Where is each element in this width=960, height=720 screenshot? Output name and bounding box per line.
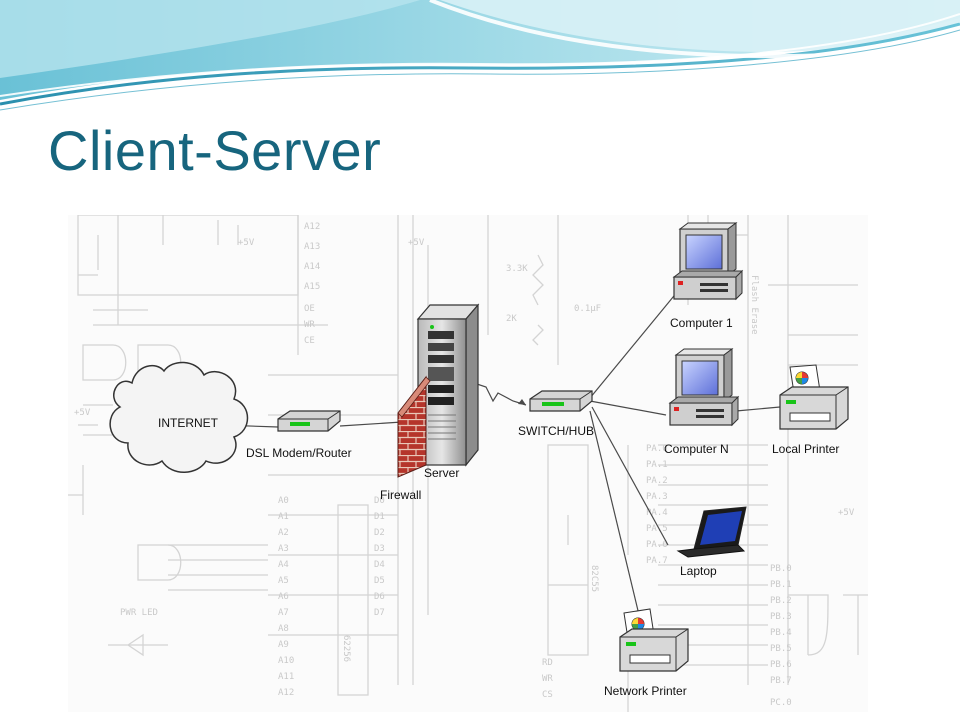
- schematic-label: PA.7: [646, 556, 668, 566]
- schematic-label: CE: [304, 336, 315, 346]
- network-printer-label: Network Printer: [604, 684, 687, 698]
- schematic-label: Flash Erase: [749, 275, 759, 335]
- schematic-label: A6: [278, 592, 289, 602]
- schematic-label: PA.3: [646, 492, 668, 502]
- computer-n: Computer N: [664, 348, 740, 456]
- background-schematic-labels: A12A13A14A15OEWRCE+5V+5V3.3K2K0.1µFA0A1A…: [74, 222, 855, 708]
- schematic-label: A3: [278, 544, 289, 554]
- schematic-label: D7: [374, 608, 385, 618]
- schematic-label: A8: [278, 624, 289, 634]
- firewall-label: Firewall: [380, 488, 421, 502]
- switch-hub: SWITCH/HUB: [518, 390, 594, 438]
- schematic-label: D6: [374, 592, 385, 602]
- schematic-label: A15: [304, 282, 320, 292]
- schematic-label: +5V: [408, 238, 425, 248]
- schematic-label: 0.1µF: [574, 304, 601, 314]
- schematic-label: PA.2: [646, 476, 668, 486]
- schematic-label: +5V: [238, 238, 255, 248]
- header-wave-decoration: [0, 0, 960, 111]
- schematic-label: PB.4: [770, 628, 792, 638]
- schematic-label: PB.3: [770, 612, 792, 622]
- schematic-label: A10: [278, 656, 294, 666]
- schematic-label: WR: [542, 674, 553, 684]
- schematic-label: A0: [278, 496, 289, 506]
- schematic-label: PA.0: [646, 444, 668, 454]
- schematic-label: A11: [278, 672, 294, 682]
- computer-n-label: Computer N: [664, 442, 729, 456]
- computer-1: Computer 1: [670, 222, 744, 330]
- slide-title: Client-Server: [48, 119, 382, 182]
- schematic-label: CS: [542, 690, 553, 700]
- schematic-label: PA.5: [646, 524, 668, 534]
- schematic-label: 82C55: [589, 565, 599, 592]
- schematic-label: PB.5: [770, 644, 792, 654]
- schematic-label: D1: [374, 512, 385, 522]
- schematic-label: PA.1: [646, 460, 668, 470]
- schematic-label: PWR LED: [120, 608, 158, 618]
- schematic-label: D3: [374, 544, 385, 554]
- schematic-label: A12: [278, 688, 294, 698]
- diagram-canvas: A12A13A14A15OEWRCE+5V+5V3.3K2K0.1µFA0A1A…: [68, 215, 868, 712]
- schematic-label: PA.4: [646, 508, 668, 518]
- firewall-wall: Firewall: [380, 375, 431, 502]
- schematic-label: A13: [304, 242, 320, 252]
- schematic-label: WR: [304, 320, 315, 330]
- schematic-label: A1: [278, 512, 289, 522]
- computer-1-label: Computer 1: [670, 316, 733, 330]
- schematic-label: PB.2: [770, 596, 792, 606]
- network-links: [219, 290, 781, 620]
- internet-cloud: INTERNET: [109, 361, 249, 473]
- laptop-label: Laptop: [680, 564, 717, 578]
- schematic-label: PB.6: [770, 660, 792, 670]
- server-tower: Server: [416, 303, 480, 480]
- schematic-label: A2: [278, 528, 289, 538]
- dsl-modem-router: DSL Modem/Router: [246, 410, 352, 460]
- schematic-label: 62256: [341, 635, 351, 662]
- local-printer-label: Local Printer: [772, 442, 839, 456]
- schematic-label: A5: [278, 576, 289, 586]
- schematic-label: OE: [304, 304, 315, 314]
- schematic-label: A12: [304, 222, 320, 232]
- schematic-label: 3.3K: [506, 264, 528, 274]
- schematic-label: D4: [374, 560, 385, 570]
- schematic-label: 2K: [506, 314, 517, 324]
- schematic-label: D2: [374, 528, 385, 538]
- schematic-label: A14: [304, 262, 320, 272]
- schematic-label: A9: [278, 640, 289, 650]
- modem-label: DSL Modem/Router: [246, 446, 352, 460]
- internet-label: INTERNET: [158, 416, 219, 430]
- schematic-label: PB.0: [770, 564, 792, 574]
- schematic-label: PB.7: [770, 676, 792, 686]
- schematic-label: D5: [374, 576, 385, 586]
- schematic-label: RD: [542, 658, 553, 668]
- schematic-label: PB.1: [770, 580, 792, 590]
- schematic-label: A7: [278, 608, 289, 618]
- network-printer: Network Printer: [604, 608, 689, 698]
- schematic-label: D0: [374, 496, 385, 506]
- switch-label: SWITCH/HUB: [518, 424, 594, 438]
- schematic-label: PA.6: [646, 540, 668, 550]
- schematic-label: PC.0: [770, 698, 792, 708]
- local-printer: Local Printer: [772, 364, 849, 456]
- schematic-label: +5V: [74, 408, 91, 418]
- schematic-label: +5V: [838, 508, 855, 518]
- laptop: Laptop: [676, 506, 747, 578]
- schematic-label: A4: [278, 560, 289, 570]
- server-label: Server: [424, 466, 459, 480]
